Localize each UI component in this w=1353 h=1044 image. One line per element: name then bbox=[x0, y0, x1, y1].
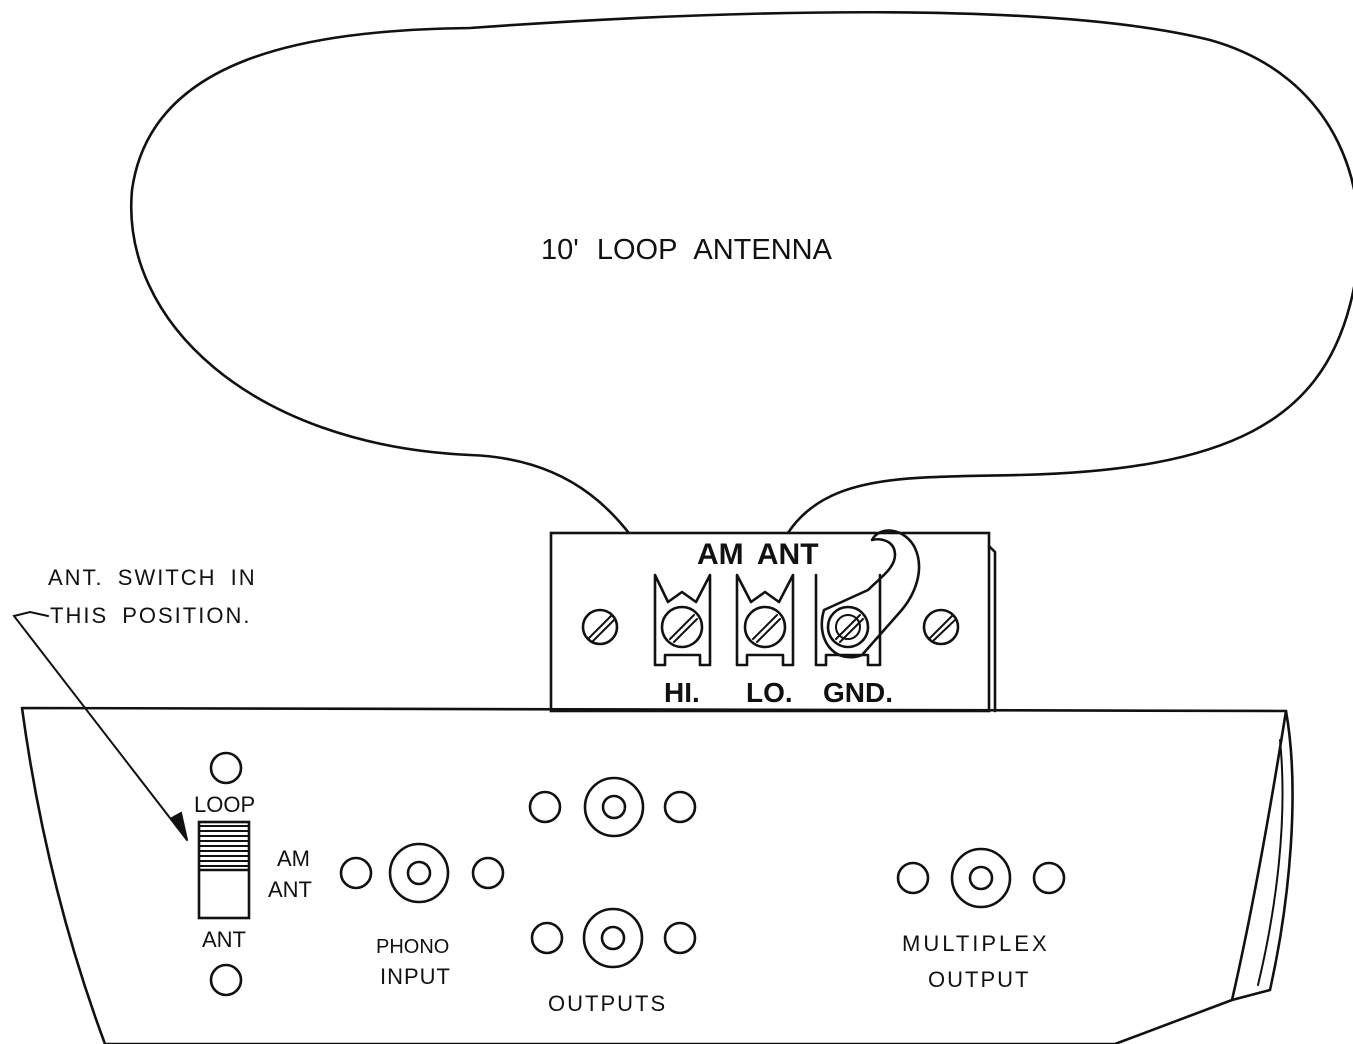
terminal-lo bbox=[735, 573, 795, 667]
phono-input-jack[interactable] bbox=[339, 842, 505, 904]
callout-line-2: THIS POSITION. bbox=[50, 603, 252, 628]
terminal-gnd bbox=[814, 529, 921, 667]
phono-label-line-1: PHONO bbox=[376, 936, 450, 958]
antenna-switch[interactable] bbox=[197, 820, 251, 920]
terminal-block bbox=[549, 529, 997, 713]
loop-antenna-wire bbox=[129, 10, 1353, 594]
switch-label-am: AM bbox=[277, 846, 310, 871]
terminal-hi bbox=[653, 573, 712, 667]
switch-screw-bottom bbox=[209, 963, 243, 997]
ground-lug bbox=[820, 529, 921, 659]
terminal-block-title: AM ANT bbox=[697, 538, 819, 571]
mounting-screw-right bbox=[922, 608, 960, 646]
phono-label-line-2: INPUT bbox=[380, 964, 451, 989]
switch-screw-top bbox=[209, 751, 243, 785]
switch-label-ant-side: ANT bbox=[268, 877, 312, 902]
output-jack-top[interactable] bbox=[528, 776, 697, 838]
outputs-label: OUTPUTS bbox=[548, 991, 668, 1016]
receiver-panel bbox=[20, 706, 1294, 1044]
terminal-label-hi: HI. bbox=[664, 677, 700, 708]
terminal-label-lo: LO. bbox=[746, 677, 793, 708]
output-jack-bottom[interactable] bbox=[530, 907, 697, 969]
multiplex-label-line-2: OUTPUT bbox=[928, 967, 1031, 992]
terminal-label-gnd: GND. bbox=[823, 677, 893, 708]
multiplex-label-line-1: MULTIPLEX bbox=[902, 931, 1050, 956]
callout-arrow bbox=[12, 610, 188, 841]
mounting-screw-left bbox=[581, 608, 619, 646]
callout-line-1: ANT. SWITCH IN bbox=[48, 565, 257, 590]
multiplex-output-jack[interactable] bbox=[896, 847, 1066, 909]
switch-label-loop: LOOP bbox=[194, 792, 256, 817]
switch-label-ant-bottom: ANT bbox=[202, 927, 246, 952]
antenna-label: 10' LOOP ANTENNA bbox=[541, 234, 832, 266]
